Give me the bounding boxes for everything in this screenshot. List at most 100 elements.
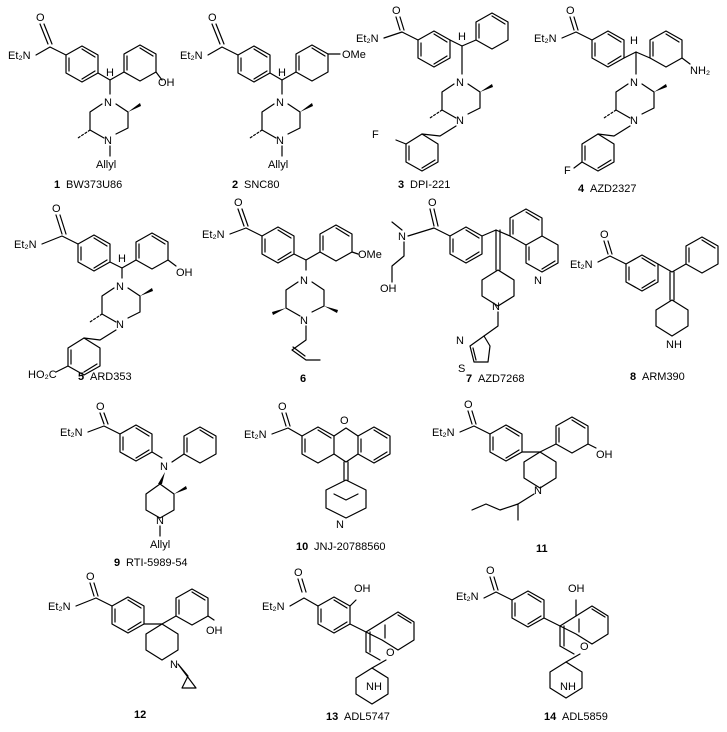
et2n-label: Et₂N <box>432 427 455 439</box>
nitrogen-label: N <box>276 97 284 109</box>
structure-14: Et₂N O OH O NH 14 ADL5859 <box>456 565 609 723</box>
compound-number: 4 <box>578 183 585 195</box>
allyl-label: Allyl <box>268 159 288 171</box>
hydroxyl-label: OH <box>354 583 371 595</box>
nitrogen-label: N <box>104 97 112 109</box>
structure-9: Et₂N O N N Allyl 9 RTI-5989-54 <box>60 401 217 569</box>
et2n-label: Et₂N <box>356 33 379 45</box>
compound-number: 6 <box>300 373 306 385</box>
oxygen-label: O <box>52 203 61 215</box>
compound-name: AZD7268 <box>478 373 524 385</box>
compound-number: 14 <box>544 711 557 723</box>
compound-name: JNJ-20788560 <box>314 541 386 553</box>
oxygen-label: O <box>486 565 495 577</box>
structure-4: Et₂N O H NH₂ N N F 4 AZD2327 <box>534 5 710 195</box>
et2n-label: Et₂N <box>48 601 71 613</box>
compound-number: 12 <box>134 709 146 721</box>
fluorine-label: F <box>372 129 379 141</box>
nitrogen-label: N <box>456 77 464 89</box>
oxygen-label: O <box>86 571 95 583</box>
oxygen-label: O <box>208 12 217 24</box>
structure-11: Et₂N O OH N 11 <box>432 399 613 555</box>
hydroxyl-label: OH <box>596 449 613 461</box>
compound-number: 7 <box>466 373 472 385</box>
methoxy-label: OMe <box>358 249 382 261</box>
amino-label: NH₂ <box>690 65 710 77</box>
structure-7: N O OH N N N S 7 AZD7268 <box>380 197 559 385</box>
nitrogen-label: N <box>492 301 500 313</box>
oxygen-label: O <box>428 197 437 209</box>
compound-name: RTI-5989-54 <box>126 557 188 569</box>
nitrogen-label: N <box>456 115 464 127</box>
compound-name: ADL5747 <box>344 711 390 723</box>
hydrogen-label: H <box>630 35 638 47</box>
nitrogen-label: N <box>300 315 308 327</box>
allyl-label: Allyl <box>150 539 170 551</box>
et2n-label: Et₂N <box>534 33 557 45</box>
amine-h-label: NH <box>366 681 382 693</box>
structure-2: Et₂N O H OMe N N Allyl 2 SNC80 <box>180 12 366 191</box>
compound-name: ARD353 <box>90 371 132 383</box>
oxygen-label: O <box>392 5 401 17</box>
et2n-label: Et₂N <box>244 429 267 441</box>
et2n-label: Et₂N <box>202 229 225 241</box>
hydrogen-label: H <box>458 31 466 43</box>
nitrogen-label: N <box>630 115 638 127</box>
hydroxyl-label: OH <box>206 625 223 637</box>
hydroxyl-label: OH <box>568 583 585 595</box>
oxygen-label: O <box>600 229 609 241</box>
nitrogen-label: N <box>534 275 542 287</box>
nitrogen-label: N <box>276 135 284 147</box>
compound-number: 9 <box>114 557 120 569</box>
nitrogen-label: N <box>630 77 638 89</box>
et2n-label: Et₂N <box>60 427 83 439</box>
compound-number: 8 <box>630 371 636 383</box>
et2n-label: Et₂N <box>180 50 203 62</box>
structure-5: Et₂N O H OH N N HO₂C 5 ARD353 <box>14 203 193 383</box>
nitrogen-label: N <box>456 335 464 347</box>
oxygen-label: O <box>464 399 473 411</box>
hydroxyl-label: OH <box>380 283 397 295</box>
nitrogen-label: N <box>534 485 542 497</box>
sulfur-label: S <box>458 363 465 375</box>
structure-12: Et₂N O OH N 12 <box>48 571 223 721</box>
nitrogen-label: N <box>156 515 164 527</box>
amine-h-label: NH <box>666 339 682 351</box>
compound-number: 5 <box>78 371 84 383</box>
compound-name: BW373U86 <box>66 179 122 191</box>
oxygen-label: O <box>234 197 243 209</box>
hydrogen-label: H <box>106 67 114 79</box>
structure-10: Et₂N O O N 10 JNJ-20788560 <box>244 401 391 553</box>
oxygen-label: O <box>36 12 45 24</box>
structure-1: Et₂N O H OH N N Allyl 1 BW373U86 <box>8 12 175 191</box>
allyl-label: Allyl <box>96 159 116 171</box>
et2n-label: Et₂N <box>14 239 37 251</box>
hydrogen-label: H <box>118 253 126 265</box>
hydroxyl-label: OH <box>176 267 193 279</box>
nitrogen-label: N <box>160 461 168 473</box>
compound-number: 10 <box>296 541 308 553</box>
oxygen-label: O <box>580 641 589 653</box>
nitrogen-label: N <box>300 275 308 287</box>
compound-number: 1 <box>54 179 60 191</box>
structure-13: Et₂N O OH O NH 13 ADL5747 <box>262 567 415 723</box>
et2n-label: Et₂N <box>8 50 31 62</box>
compound-name: DPI-221 <box>410 179 450 191</box>
structure-8: Et₂N O NH 8 ARM390 <box>570 229 719 383</box>
nitrogen-label: N <box>104 135 112 147</box>
nitrogen-label: N <box>116 281 124 293</box>
nitrogen-label: N <box>170 659 178 671</box>
compound-number: 11 <box>536 543 548 555</box>
compound-number: 3 <box>398 179 404 191</box>
et2n-label: Et₂N <box>456 591 479 603</box>
oxygen-label: O <box>294 567 303 579</box>
fluorine-label: F <box>564 165 571 177</box>
nitrogen-label: N <box>398 231 406 243</box>
et2n-label: Et₂N <box>262 601 285 613</box>
carboxyl-label: HO₂C <box>28 369 57 381</box>
oxygen-label: O <box>566 5 575 17</box>
compound-number: 13 <box>326 711 338 723</box>
oxygen-label: O <box>386 647 395 659</box>
compound-number: 2 <box>232 179 238 191</box>
